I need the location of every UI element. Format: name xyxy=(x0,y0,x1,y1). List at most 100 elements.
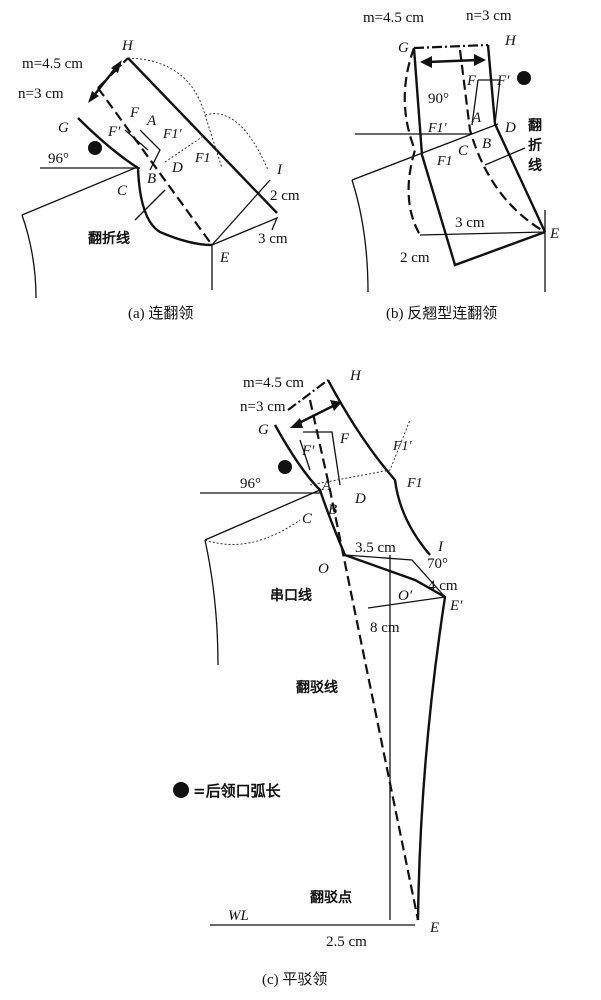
angle-label: 90° xyxy=(428,91,449,107)
point-c: C xyxy=(458,143,469,159)
top-dashline xyxy=(413,43,489,50)
point-h: H xyxy=(121,38,134,54)
waist-line-label: WL xyxy=(228,908,249,924)
point-a: A xyxy=(321,478,332,494)
point-c: C xyxy=(117,183,128,199)
construction-lines xyxy=(344,554,446,920)
point-f1-prime: F1′ xyxy=(427,121,448,136)
point-h: H xyxy=(504,33,517,49)
shoulder-line xyxy=(204,489,321,541)
roll-line-dashed xyxy=(97,87,213,246)
fold-line-label: 翻折线 xyxy=(88,230,130,247)
dim-4cm: 4 cm xyxy=(428,578,458,594)
lapel-roll-line xyxy=(308,399,420,921)
point-f1: F1 xyxy=(436,154,453,169)
panel-c: m=4.5 cm n=3 cm 96° 70° H G F F′ F1′ F1 … xyxy=(173,368,463,988)
shoulder-line xyxy=(21,167,136,216)
point-d: D xyxy=(354,491,366,507)
n-label: n=3 cm xyxy=(18,86,64,102)
arrow-head-icon xyxy=(420,56,432,68)
point-c: C xyxy=(302,511,313,527)
point-f-prime: F′ xyxy=(301,443,315,459)
caption-c: (c) 平驳领 xyxy=(262,971,327,988)
f-construction xyxy=(471,79,501,126)
dimension-arrow xyxy=(427,58,479,64)
panel-b: m=4.5 cm n=3 cm 90° G H F F′ A F1′ F1 C … xyxy=(351,8,559,322)
back-neck-arc-dot-icon xyxy=(88,141,102,155)
back-neck-arc-dot-icon xyxy=(517,71,531,85)
point-a: A xyxy=(146,113,157,129)
angle-label: 96° xyxy=(48,151,69,167)
dim-3cm: 3 cm xyxy=(258,231,288,247)
point-i: I xyxy=(437,539,444,555)
point-b: B xyxy=(147,171,156,187)
legend-text: =后领口弧长 xyxy=(193,782,282,800)
m-n-dashline xyxy=(287,379,329,411)
point-f: F xyxy=(129,105,140,121)
point-i: I xyxy=(276,162,283,178)
dim-3-5cm: 3.5 cm xyxy=(355,540,396,556)
point-g: G xyxy=(58,120,69,136)
n-label: n=3 cm xyxy=(240,399,286,415)
m-label: m=4.5 cm xyxy=(243,375,304,391)
fold-line-leader xyxy=(484,147,526,166)
lapel-lines xyxy=(211,179,279,290)
collar-outer-line xyxy=(326,379,431,556)
point-d: D xyxy=(171,160,183,176)
legend-dot-icon xyxy=(173,782,189,798)
arc-construction xyxy=(309,419,411,486)
point-f-prime: F′ xyxy=(496,73,510,89)
point-e: E xyxy=(429,920,439,936)
m-label: m=4.5 cm xyxy=(22,56,83,72)
lapel-line-label: 翻驳线 xyxy=(296,679,338,696)
panel-a: m=4.5 cm n=3 cm 96° H G F F′ A F1′ F1 B … xyxy=(18,38,300,322)
point-f1: F1 xyxy=(194,151,211,166)
armhole-curve xyxy=(21,214,37,299)
m-label: m=4.5 cm xyxy=(363,10,424,26)
point-g: G xyxy=(398,40,409,56)
armhole-curve xyxy=(351,179,369,293)
point-f: F xyxy=(339,431,350,447)
point-f1: F1 xyxy=(406,476,423,491)
neck-dotted xyxy=(204,519,301,545)
point-a: A xyxy=(471,110,482,126)
angle-96-label: 96° xyxy=(240,476,261,492)
lapel-lines xyxy=(419,210,546,292)
dashed-curve xyxy=(403,47,421,236)
arrow-head-icon xyxy=(474,54,486,66)
dimension-arrow xyxy=(91,64,119,99)
back-neck-arc-dot-icon xyxy=(278,460,292,474)
point-g: G xyxy=(258,422,269,438)
point-b: B xyxy=(328,502,337,518)
point-d: D xyxy=(504,120,516,136)
point-f1-prime: F1′ xyxy=(162,127,183,142)
arrow-head-icon xyxy=(330,400,342,411)
f-construction xyxy=(299,431,341,486)
fold-line-leader xyxy=(134,189,166,221)
f-construction xyxy=(124,129,161,171)
dim-8cm: 8 cm xyxy=(370,620,400,636)
arrow-head-icon xyxy=(111,60,122,73)
point-e: E xyxy=(549,226,559,242)
gorge-line-label: 串口线 xyxy=(270,587,312,604)
collar-outer-line xyxy=(127,57,278,214)
arrow-head-icon xyxy=(88,91,99,103)
collar-neck-curve xyxy=(77,117,213,247)
point-f1-prime: F1′ xyxy=(392,439,413,454)
shoulder-line xyxy=(351,123,499,181)
fold-line-label: 翻折线 xyxy=(528,117,542,174)
roll-line-dashed xyxy=(458,49,546,233)
dim-3cm: 3 cm xyxy=(455,215,485,231)
dim-2-5cm: 2.5 cm xyxy=(326,934,367,950)
point-e: E xyxy=(219,250,229,266)
dim-2cm: 2 cm xyxy=(270,188,300,204)
point-b: B xyxy=(482,136,491,152)
point-o-prime: O′ xyxy=(398,588,413,604)
point-h: H xyxy=(349,368,362,384)
point-e-prime: E′ xyxy=(449,598,463,614)
arrow-head-icon xyxy=(290,418,303,428)
armhole-curve xyxy=(204,539,219,666)
dim-2cm: 2 cm xyxy=(400,250,430,266)
caption-b: (b) 反翘型连翻领 xyxy=(386,305,497,322)
